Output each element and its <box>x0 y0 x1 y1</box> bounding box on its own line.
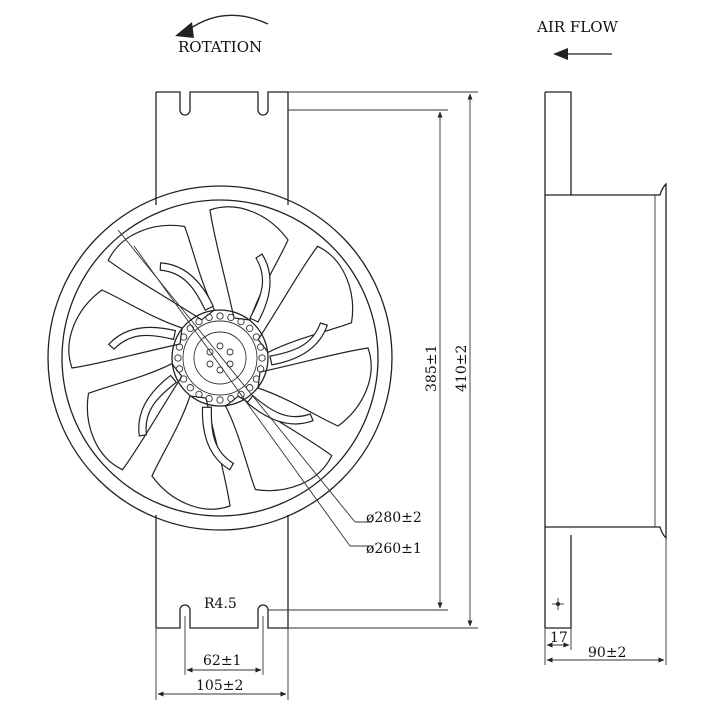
fan-blade <box>209 206 289 321</box>
side-view <box>544 91 667 629</box>
vent-hole <box>175 365 184 373</box>
vent-hole <box>179 333 188 341</box>
fan-blade <box>257 245 354 354</box>
height-dimensions <box>268 91 478 629</box>
motor-spoke <box>269 322 329 366</box>
rotation-arrow-icon <box>175 14 269 38</box>
fan-blade <box>224 395 333 492</box>
fan-blade <box>68 289 183 369</box>
dim-385-label: 385±1 <box>424 345 440 392</box>
vent-hole <box>256 365 265 373</box>
motor-spoke <box>138 374 178 437</box>
vent-hole <box>174 354 182 362</box>
diameter-280-label: ø280±2 <box>366 510 422 526</box>
vent-hole <box>256 343 265 351</box>
motor-spoke <box>246 394 314 425</box>
fan-blade <box>107 224 216 321</box>
vent-hole <box>186 324 194 332</box>
fan-blades <box>68 206 372 510</box>
motor-spoke <box>107 326 177 350</box>
mounting-bracket <box>155 91 289 629</box>
motor-spoke <box>201 406 235 471</box>
motor-spoke <box>249 253 271 323</box>
vent-hole <box>186 384 194 392</box>
hub-screw-holes <box>206 342 234 374</box>
vent-hole <box>179 375 188 383</box>
width-dimensions <box>155 616 289 700</box>
inner-ring <box>61 199 379 517</box>
vent-hole <box>195 317 203 326</box>
vent-hole <box>252 375 261 383</box>
motor-spokes <box>107 253 329 471</box>
rotation-label: ROTATION <box>178 38 262 56</box>
dim-17-label: 17 <box>550 630 568 646</box>
front-view <box>47 91 393 629</box>
vent-hole <box>227 313 235 322</box>
vent-hole <box>258 354 266 362</box>
air-flow-label: AIR FLOW <box>536 18 618 36</box>
vent-hole <box>205 394 213 403</box>
diameter-260-label: ø260±1 <box>366 541 422 557</box>
depth-dimensions <box>544 538 667 665</box>
motor-spoke <box>159 262 215 312</box>
vent-hole <box>216 396 224 404</box>
radius-label: R4.5 <box>204 596 237 612</box>
outer-ring <box>47 185 393 531</box>
dim-90-label: 90±2 <box>588 645 626 661</box>
vent-hole <box>237 317 245 326</box>
dim-410-label: 410±2 <box>454 345 470 392</box>
vent-hole <box>237 390 245 399</box>
air-flow-arrow-icon <box>553 48 612 60</box>
vent-hole <box>216 312 224 320</box>
vent-hole <box>195 390 203 399</box>
fan-blade <box>257 347 372 427</box>
dim-105-label: 105±2 <box>196 678 243 694</box>
vent-hole <box>252 333 261 341</box>
vent-hole <box>175 343 184 351</box>
vent-hole <box>205 313 213 322</box>
vent-hole <box>246 324 254 332</box>
motor-hub <box>171 309 269 407</box>
dim-62-label: 62±1 <box>203 653 241 669</box>
diameter-260-leader <box>133 245 351 547</box>
hub-vent-holes <box>174 312 266 404</box>
vent-hole <box>227 394 235 403</box>
